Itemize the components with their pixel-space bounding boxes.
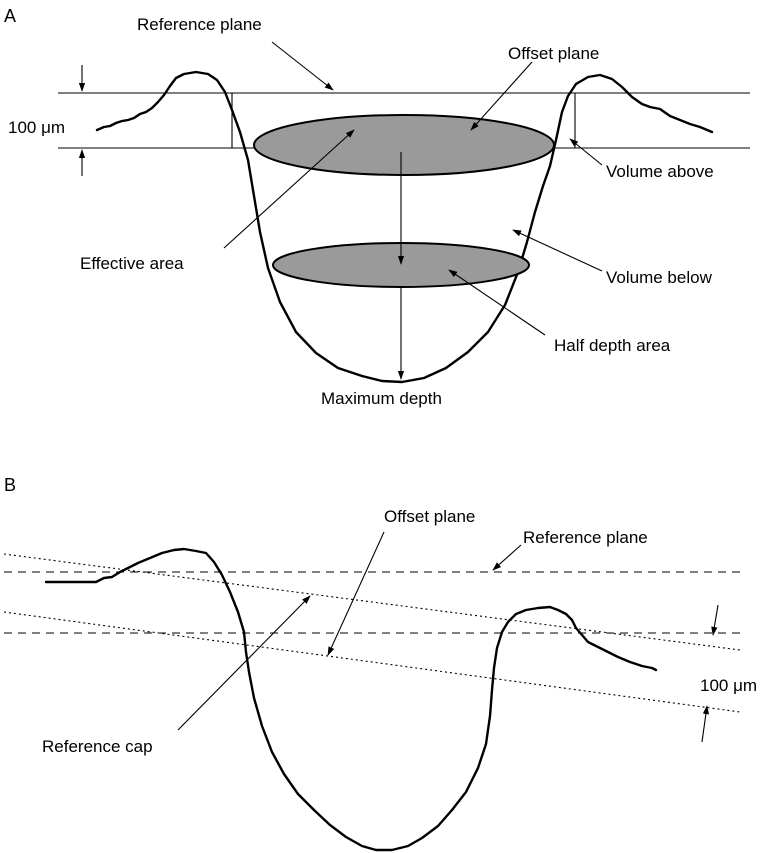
offset-plane-label-a: Offset plane bbox=[508, 44, 599, 63]
reference-plane-leader-b bbox=[492, 544, 522, 571]
panel-a: A Reference plane Offset plane 100 μm Vo… bbox=[4, 6, 750, 408]
reference-plane-leader-a bbox=[271, 41, 334, 91]
offset-plane-line-b-lower bbox=[3, 611, 741, 713]
thickness-arrow-bottom-b bbox=[701, 705, 710, 743]
crater-profile-b bbox=[44, 547, 658, 852]
effective-area-leader bbox=[223, 129, 355, 249]
offset-plane-leader-b bbox=[327, 531, 385, 656]
panel-a-letter: A bbox=[4, 6, 16, 26]
panel-b-letter: B bbox=[4, 475, 16, 495]
offset-plane-leader-a bbox=[470, 61, 533, 131]
thickness-arrow-top-b bbox=[711, 604, 719, 636]
effective-area-ellipse bbox=[253, 114, 555, 176]
volume-below-label: Volume below bbox=[606, 268, 713, 287]
half-depth-area-label: Half depth area bbox=[554, 336, 671, 355]
reference-cap-leader bbox=[177, 595, 311, 731]
thickness-label-b: 100 μm bbox=[700, 676, 757, 695]
reference-plane-label-b: Reference plane bbox=[523, 528, 648, 547]
panel-b: B Offset plane Reference plane 100 μm Re… bbox=[3, 475, 757, 852]
reference-plane-label-a: Reference plane bbox=[137, 15, 262, 34]
volume-below-leader bbox=[512, 229, 603, 272]
effective-area-label: Effective area bbox=[80, 254, 184, 273]
half-depth-area-leader bbox=[448, 269, 546, 336]
offset-plane-line-b-upper bbox=[3, 553, 741, 651]
volume-above-label: Volume above bbox=[606, 162, 714, 181]
crater-profile-a bbox=[95, 70, 714, 384]
reference-cap-label: Reference cap bbox=[42, 737, 153, 756]
thickness-label-a: 100 μm bbox=[8, 118, 65, 137]
volume-above-leader bbox=[569, 138, 603, 166]
maximum-depth-label: Maximum depth bbox=[321, 389, 442, 408]
offset-plane-label-b: Offset plane bbox=[384, 507, 475, 526]
